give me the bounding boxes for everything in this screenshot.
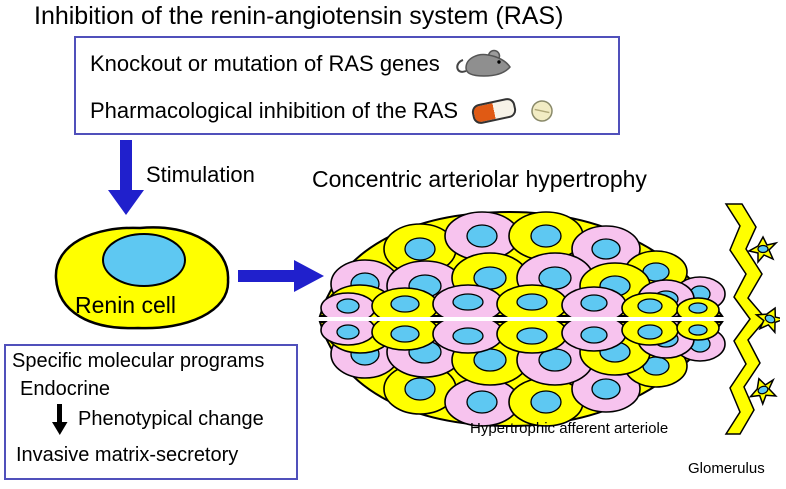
pharma-row: Pharmacological inhibition of the RAS xyxy=(90,96,604,126)
programs-phenotypical: Phenotypical change xyxy=(78,408,264,430)
arteriole-cells xyxy=(320,211,726,317)
programs-title: Specific molecular programs xyxy=(12,350,265,372)
mouse-icon xyxy=(456,49,511,77)
hypertrophy-heading: Concentric arteriolar hypertrophy xyxy=(312,166,647,192)
figure-title: Inhibition of the renin-angiotensin syst… xyxy=(34,2,564,30)
tablet-icon xyxy=(531,100,553,122)
arteriole-illustration xyxy=(318,203,780,435)
renin-cell-label: Renin cell xyxy=(75,292,176,318)
knockout-row: Knockout or mutation of RAS genes xyxy=(90,47,604,81)
programs-endocrine: Endocrine xyxy=(20,378,111,400)
glomerulus-label: Glomerulus xyxy=(688,460,765,477)
arteriole-bottom-lobe xyxy=(320,311,725,426)
glomerulus-band xyxy=(724,203,767,435)
renin-cell-illustration xyxy=(54,226,230,330)
renin-cell-nucleus xyxy=(102,233,186,287)
change-down-arrow-icon xyxy=(52,404,68,435)
knockout-text: Knockout or mutation of RAS genes xyxy=(90,50,440,76)
programs-invasive: Invasive matrix-secretory xyxy=(16,444,239,466)
stimulation-arrow-icon xyxy=(108,140,144,215)
programs-box: Specific molecular programs Endocrine Ph… xyxy=(4,344,298,480)
pharma-text: Pharmacological inhibition of the RAS xyxy=(90,98,459,124)
arteriole-top-lobe xyxy=(318,210,726,317)
flow-right-arrow-icon xyxy=(238,260,324,292)
capsule-icon xyxy=(470,96,518,126)
arteriole-label: Hypertrophic afferent arteriole xyxy=(470,420,669,437)
stimulation-label: Stimulation xyxy=(146,162,255,187)
inputs-box: Knockout or mutation of RAS genes Pharma… xyxy=(74,36,620,135)
